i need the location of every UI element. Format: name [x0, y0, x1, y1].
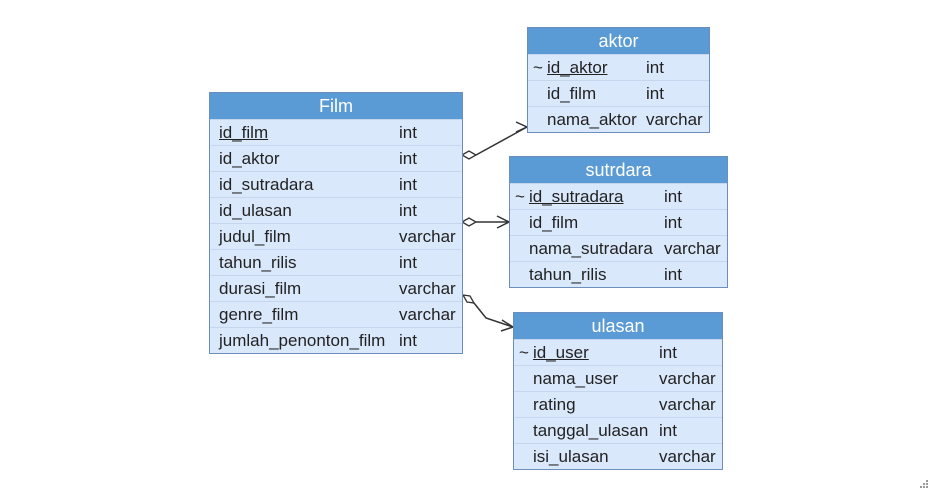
attribute-type: varchar: [399, 305, 456, 324]
connector-film-ulasan[interactable]: [461, 294, 515, 332]
attribute-type: varchar: [399, 279, 456, 298]
attribute-name: nama_user: [533, 369, 619, 388]
attribute-name: tahun_rilis: [529, 265, 607, 284]
attribute-type: int: [659, 421, 677, 440]
resize-grip-icon[interactable]: [918, 480, 928, 490]
primary-key-marker: ~: [533, 58, 543, 77]
attribute-type: varchar: [399, 227, 456, 246]
attribute-name: id_sutradara: [219, 175, 314, 194]
attribute-row[interactable]: nama_user varchar: [514, 365, 722, 391]
entity-title: aktor: [528, 28, 709, 54]
attribute-name: nama_sutradara: [529, 239, 653, 258]
attribute-name: id_film: [547, 84, 597, 103]
attribute-type: int: [646, 84, 664, 103]
attribute-type: varchar: [659, 369, 716, 388]
attribute-type: varchar: [659, 447, 716, 466]
attribute-type: int: [659, 343, 677, 362]
attribute-row[interactable]: nama_sutradara varchar: [510, 235, 727, 261]
attribute-row[interactable]: tanggal_ulasan int: [514, 417, 722, 443]
attribute-name: id_ulasan: [219, 201, 292, 220]
attribute-name: id_aktor: [219, 149, 280, 168]
attribute-name: durasi_film: [219, 279, 302, 298]
attribute-name: isi_ulasan: [533, 447, 609, 466]
aggregation-diamond-icon: [461, 294, 476, 304]
attribute-name: id_aktor: [547, 58, 608, 77]
attribute-row[interactable]: id_aktor int: [210, 145, 462, 171]
attribute-row[interactable]: ~id_aktor int: [528, 54, 709, 80]
attribute-type: varchar: [646, 110, 703, 129]
attribute-row[interactable]: id_film int: [510, 209, 727, 235]
attribute-name: id_user: [533, 343, 589, 362]
attribute-type: int: [646, 58, 664, 77]
attribute-type: int: [399, 123, 417, 142]
connector-film-sutrdara[interactable]: [460, 215, 511, 229]
aggregation-diamond-icon: [460, 217, 478, 227]
attribute-name: id_sutradara: [529, 187, 624, 206]
primary-key-marker: ~: [519, 343, 529, 362]
attribute-row[interactable]: ~id_sutradara int: [510, 183, 727, 209]
aggregation-diamond-icon: [460, 150, 478, 160]
attribute-row[interactable]: genre_film varchar: [210, 301, 462, 327]
entity-title: sutrdara: [510, 157, 727, 183]
attribute-row[interactable]: id_film int: [210, 119, 462, 145]
attribute-name: judul_film: [219, 227, 291, 246]
attribute-type: int: [399, 149, 417, 168]
attribute-type: int: [399, 331, 417, 350]
attribute-type: int: [399, 253, 417, 272]
attribute-row[interactable]: rating varchar: [514, 391, 722, 417]
attribute-row[interactable]: tahun_rilis int: [510, 261, 727, 287]
attribute-name: rating: [533, 395, 576, 414]
attribute-name: jumlah_penonton_film: [219, 331, 386, 350]
attribute-row[interactable]: ~id_user int: [514, 339, 722, 365]
entity-title: ulasan: [514, 313, 722, 339]
attribute-name: genre_film: [219, 305, 299, 324]
connector-film-aktor[interactable]: [460, 121, 529, 160]
attribute-row[interactable]: jumlah_penonton_film int: [210, 327, 462, 353]
attribute-type: varchar: [659, 395, 716, 414]
attribute-type: int: [399, 175, 417, 194]
attribute-type: int: [664, 213, 682, 232]
attribute-name: tanggal_ulasan: [533, 421, 649, 440]
attribute-row[interactable]: id_sutradara int: [210, 171, 462, 197]
attribute-row[interactable]: isi_ulasan varchar: [514, 443, 722, 469]
attribute-row[interactable]: judul_film varchar: [210, 223, 462, 249]
attribute-row[interactable]: tahun_rilis int: [210, 249, 462, 275]
attribute-row[interactable]: durasi_film varchar: [210, 275, 462, 301]
attribute-row[interactable]: id_ulasan int: [210, 197, 462, 223]
attribute-type: int: [664, 265, 682, 284]
primary-key-marker: ~: [515, 187, 525, 206]
attribute-row[interactable]: id_film int: [528, 80, 709, 106]
attribute-type: int: [664, 187, 682, 206]
attribute-type: varchar: [664, 239, 721, 258]
attribute-row[interactable]: nama_aktor varchar: [528, 106, 709, 132]
attribute-type: int: [399, 201, 417, 220]
attribute-name: id_film: [529, 213, 579, 232]
attribute-name: id_film: [219, 123, 269, 142]
attribute-name: tahun_rilis: [219, 253, 297, 272]
entity-title: Film: [210, 93, 462, 119]
attribute-name: nama_aktor: [547, 110, 637, 129]
